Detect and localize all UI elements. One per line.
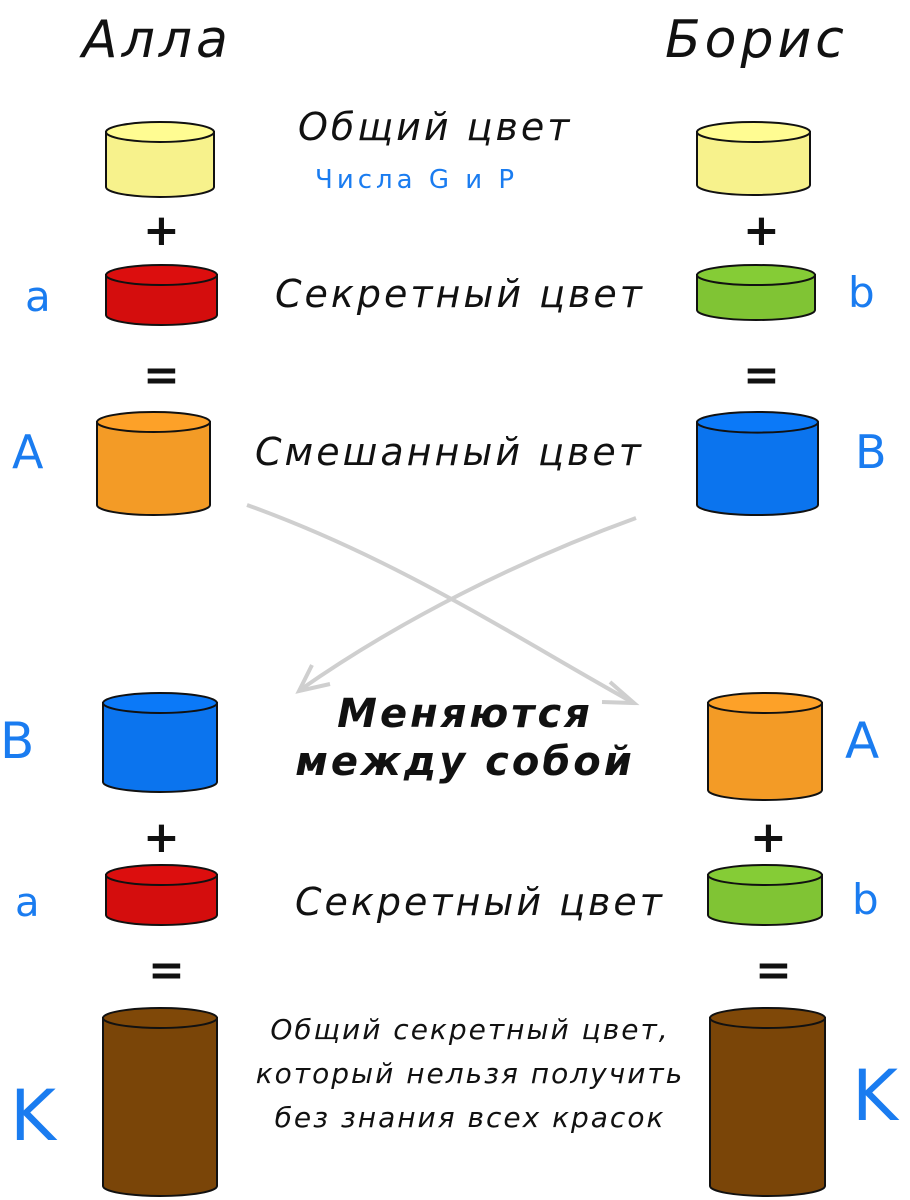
- mixed-color-caption: Смешанный цвет: [255, 430, 644, 474]
- label-a: a: [25, 272, 54, 321]
- arrow-head-icon: [601, 680, 640, 706]
- boris-shared-secret-K: [709, 1007, 826, 1197]
- boris-name: Борис: [665, 10, 848, 70]
- label-a-2: a: [15, 880, 43, 926]
- label-B: B: [855, 425, 890, 479]
- plus-sign: +: [143, 812, 180, 863]
- equals-sign: =: [148, 945, 185, 996]
- alla-common-paint: [105, 121, 215, 198]
- arrow-head-icon: [295, 664, 331, 694]
- common-color-caption: Общий цвет: [298, 105, 573, 149]
- boris-secret-paint-b-2: [707, 864, 823, 926]
- alla-name: Алла: [82, 10, 232, 70]
- boris-common-paint: [696, 121, 811, 196]
- alla-shared-secret-K: [102, 1007, 218, 1197]
- alla-secret-paint-a-2: [105, 864, 218, 926]
- label-B-received: B: [0, 712, 38, 770]
- equals-sign: =: [755, 945, 792, 996]
- boris-mixed-paint-B: [696, 411, 819, 516]
- equals-sign: =: [143, 350, 180, 401]
- secret-color-caption-2: Секретный цвет: [295, 880, 665, 924]
- label-K: K: [852, 1055, 901, 1137]
- shared-secret-caption: Общий секретный цвет, который нельзя пол…: [255, 1013, 685, 1134]
- alla-received-paint-B: [102, 692, 218, 793]
- numbers-note: Числа G и P: [315, 165, 519, 195]
- label-b: b: [848, 268, 878, 317]
- label-A-received: A: [845, 712, 883, 770]
- arrow-to-boris: [246, 503, 633, 704]
- plus-sign: +: [743, 205, 780, 256]
- alla-secret-paint-a: [105, 264, 218, 326]
- boris-secret-paint-b: [696, 264, 816, 321]
- boris-received-paint-A: [707, 692, 823, 801]
- equals-sign: =: [743, 350, 780, 401]
- arrow-to-alla: [298, 516, 637, 692]
- exchange-arrows: [246, 503, 640, 706]
- label-b-2: b: [852, 875, 882, 924]
- label-K: K: [10, 1075, 59, 1157]
- plus-sign: +: [750, 812, 787, 863]
- alla-mixed-paint-A: [96, 411, 211, 516]
- plus-sign: +: [143, 205, 180, 256]
- exchange-caption: Меняются между собой: [295, 691, 635, 785]
- secret-color-caption: Секретный цвет: [275, 272, 645, 316]
- label-A: A: [12, 425, 47, 479]
